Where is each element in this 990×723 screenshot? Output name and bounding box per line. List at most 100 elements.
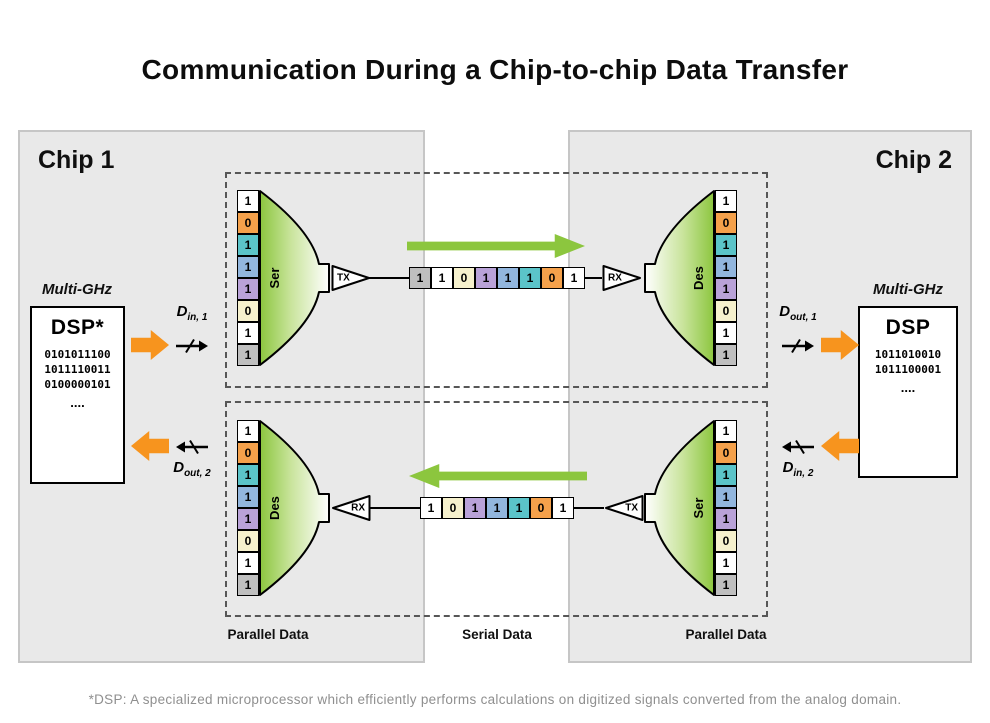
bit-cell: 1 bbox=[715, 574, 737, 596]
binary-line: 1011110011 bbox=[44, 363, 111, 376]
bit-cell: 1 bbox=[715, 256, 737, 278]
bit-cell: 1 bbox=[237, 234, 259, 256]
bit-cell: 1 bbox=[237, 344, 259, 366]
tx-label-bottom: TX bbox=[625, 502, 638, 514]
chip2-dsp-ellipsis: .... bbox=[900, 380, 916, 395]
bus-arrow-out-1 bbox=[781, 338, 815, 354]
bit-cell: 1 bbox=[552, 497, 574, 519]
serializer-label-top: Ser bbox=[267, 267, 282, 289]
bit-cell: 1 bbox=[420, 497, 442, 519]
wire-bottom-left bbox=[369, 507, 420, 509]
binary-line: 0100000101 bbox=[44, 378, 111, 391]
bit-cell: 0 bbox=[442, 497, 464, 519]
d-subscript: in, 2 bbox=[793, 468, 814, 479]
bit-cell: 1 bbox=[715, 234, 737, 256]
page-title: Communication During a Chip-to-chip Data… bbox=[141, 54, 849, 85]
bit-cell: 1 bbox=[715, 508, 737, 530]
bit-cell: 1 bbox=[715, 190, 737, 212]
binary-line: 0101011100 bbox=[44, 348, 111, 361]
deserializer-label-bottom: Des bbox=[267, 496, 282, 520]
bit-cell: 0 bbox=[715, 442, 737, 464]
wire-top-right bbox=[585, 277, 602, 279]
rx-amp-bottom: RX bbox=[331, 494, 371, 522]
bit-cell: 0 bbox=[237, 300, 259, 322]
chip2-dsp-title: DSP bbox=[885, 316, 931, 339]
d-in-2-label: Din, 2 bbox=[763, 459, 833, 479]
bit-cell: 1 bbox=[715, 420, 737, 442]
serial-data-label: Serial Data bbox=[462, 627, 532, 642]
d-symbol: D bbox=[779, 303, 791, 320]
bit-cell: 1 bbox=[237, 322, 259, 344]
d-subscript: out, 2 bbox=[184, 468, 211, 479]
d-subscript: out, 1 bbox=[790, 312, 817, 323]
deserializer-funnel-top bbox=[644, 190, 715, 366]
bit-cell: 0 bbox=[715, 300, 737, 322]
chip1-label: Chip 1 bbox=[38, 146, 115, 174]
wire-bottom-right bbox=[574, 507, 604, 509]
bit-cell: 1 bbox=[563, 267, 585, 289]
d-symbol: D bbox=[176, 303, 188, 320]
bit-cell: 1 bbox=[486, 497, 508, 519]
bit-cell: 1 bbox=[715, 278, 737, 300]
rx-label-top: RX bbox=[608, 272, 622, 284]
deserializer-funnel-bottom bbox=[259, 420, 330, 596]
bit-cell: 1 bbox=[237, 464, 259, 486]
bit-cell: 0 bbox=[541, 267, 563, 289]
bit-cell: 1 bbox=[715, 552, 737, 574]
tx-amp-top: TX bbox=[331, 264, 371, 292]
bit-cell: 1 bbox=[715, 464, 737, 486]
bit-cell: 0 bbox=[715, 212, 737, 234]
bit-cell: 1 bbox=[715, 322, 737, 344]
bit-cell: 1 bbox=[409, 267, 431, 289]
chip1-dsp-binary: 0101011100 1011110011 0100000101 bbox=[32, 347, 123, 392]
serializer-label-bottom: Ser bbox=[691, 497, 706, 519]
bit-cell: 1 bbox=[497, 267, 519, 289]
bit-cell: 1 bbox=[237, 190, 259, 212]
chip2-dsp-box: DSP 1011010010 1011100001 .... bbox=[858, 306, 958, 478]
bit-cell: 1 bbox=[519, 267, 541, 289]
bit-cell: 1 bbox=[431, 267, 453, 289]
serdes-box-bottom bbox=[225, 401, 768, 617]
bit-cell: 1 bbox=[237, 256, 259, 278]
d-out-2-label: Dout, 2 bbox=[157, 459, 227, 479]
serializer-funnel-top bbox=[259, 190, 330, 366]
bit-cell: 0 bbox=[530, 497, 552, 519]
bit-cell: 1 bbox=[464, 497, 486, 519]
bit-cell: 0 bbox=[453, 267, 475, 289]
chip1-dsp-title: DSP* bbox=[50, 316, 105, 339]
wire-top-left bbox=[369, 277, 409, 279]
chip1-dsp-box: DSP* 0101011100 1011110011 0100000101 ..… bbox=[30, 306, 125, 484]
dsp-footnote: *DSP: A specialized microprocessor which… bbox=[88, 692, 902, 707]
bus-arrow-out-2 bbox=[175, 439, 209, 455]
bit-cell: 0 bbox=[237, 442, 259, 464]
bit-cell: 1 bbox=[237, 486, 259, 508]
serdes-box-top bbox=[225, 172, 768, 388]
bus-arrow-in-2 bbox=[781, 439, 815, 455]
bit-cell: 1 bbox=[475, 267, 497, 289]
tx-label-top: TX bbox=[337, 272, 350, 284]
bit-cell: 1 bbox=[715, 486, 737, 508]
d-in-1-label: Din, 1 bbox=[157, 303, 227, 323]
bit-cell: 1 bbox=[715, 344, 737, 366]
parallel-data-label-right: Parallel Data bbox=[685, 627, 767, 642]
chip1-dsp-ellipsis: .... bbox=[70, 395, 85, 410]
rx-label-bottom: RX bbox=[351, 502, 365, 514]
bit-cell: 1 bbox=[237, 420, 259, 442]
binary-line: 1011100001 bbox=[874, 363, 942, 376]
bit-cell: 0 bbox=[715, 530, 737, 552]
serializer-funnel-bottom bbox=[644, 420, 715, 596]
binary-line: 1011010010 bbox=[874, 348, 942, 361]
bus-arrow-in-1 bbox=[175, 338, 209, 354]
chip2-clock-label: Multi-GHz bbox=[873, 281, 943, 298]
bit-cell: 0 bbox=[237, 212, 259, 234]
bit-cell: 0 bbox=[237, 530, 259, 552]
parallel-data-label-left: Parallel Data bbox=[227, 627, 309, 642]
chip2-label: Chip 2 bbox=[875, 146, 952, 174]
d-symbol: D bbox=[782, 459, 794, 476]
